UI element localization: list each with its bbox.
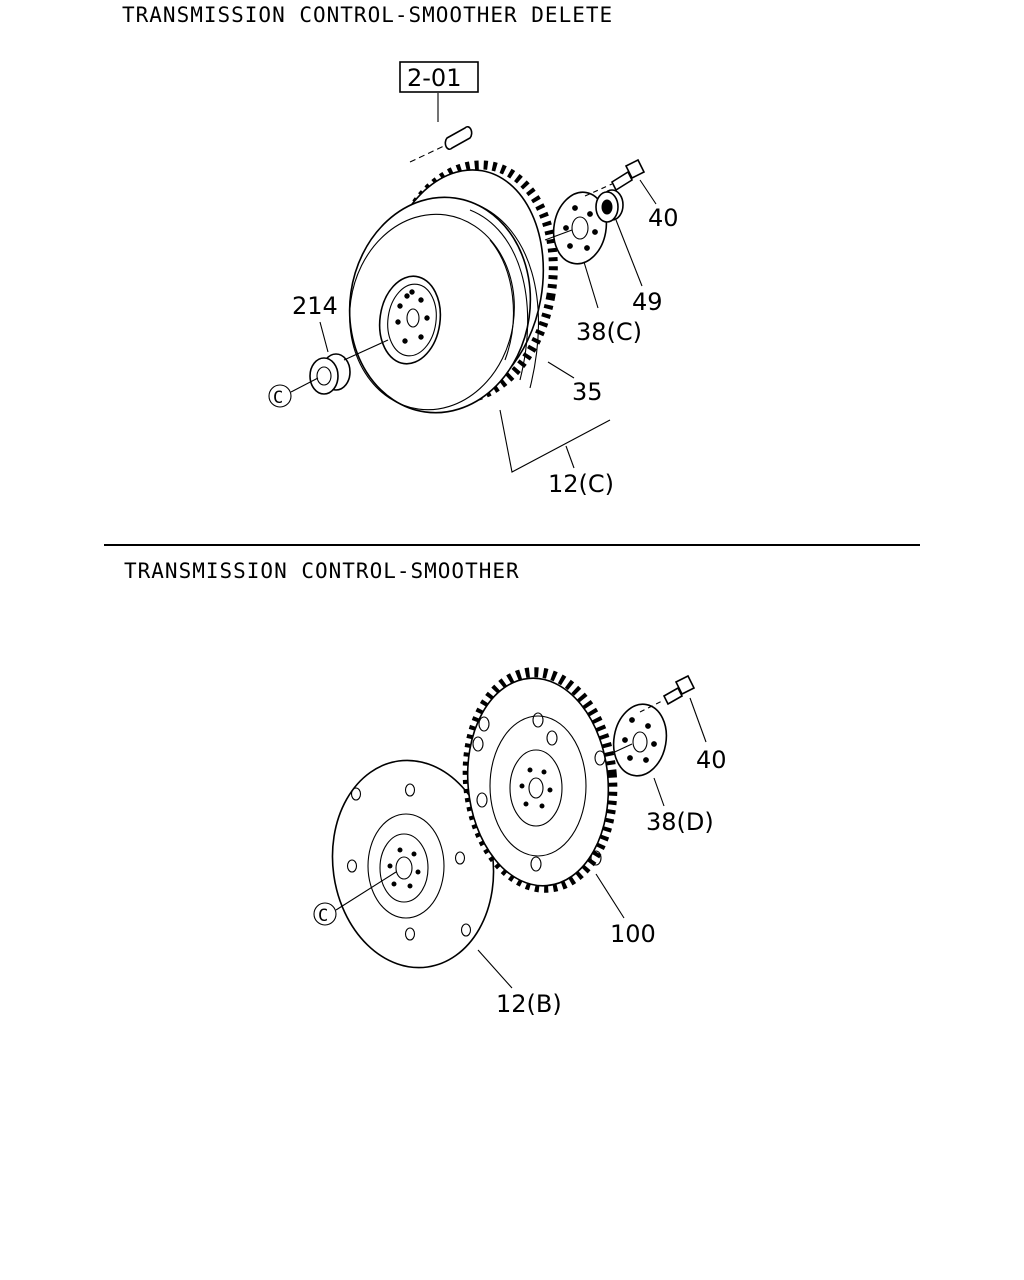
ring-gear-teeth [462, 667, 618, 893]
leader-line [583, 261, 599, 309]
circle-ref-label: C [273, 388, 283, 408]
reference-box-2-01[interactable]: 2-01 [399, 61, 479, 93]
spacer-214 [309, 339, 389, 395]
leader-line [615, 219, 643, 287]
drive-plate-38c [544, 191, 608, 265]
callout-12b[interactable]: 12(B) [496, 990, 562, 1018]
pilot-bearing-49 [595, 189, 624, 223]
leader-line [639, 179, 657, 205]
callout-38d[interactable]: 38(D) [646, 808, 714, 836]
callout-40-bottom[interactable]: 40 [696, 746, 727, 774]
circle-ref-c-top[interactable]: C [268, 377, 319, 408]
callout-35[interactable]: 35 [572, 378, 603, 406]
bolt-40-bottom [639, 674, 696, 713]
leader-line [319, 321, 329, 353]
reference-box-label: 2-01 [407, 64, 461, 92]
section-title-smoother: TRANSMISSION CONTROL-SMOOTHER [124, 559, 520, 583]
callout-40[interactable]: 40 [648, 204, 679, 232]
leader-line [477, 949, 513, 989]
hub-bolt-holes [395, 289, 430, 344]
torque-converter [348, 160, 558, 414]
section-smoother: TRANSMISSION CONTROL-SMOOTHER [124, 559, 727, 1018]
leader-line [565, 445, 575, 469]
leader-line [547, 361, 575, 379]
callout-214[interactable]: 214 [292, 292, 338, 320]
callout-49[interactable]: 49 [632, 288, 663, 316]
leader-line [689, 697, 707, 743]
callout-12c[interactable]: 12(C) [548, 470, 614, 498]
section-title-smoother-delete: TRANSMISSION CONTROL-SMOOTHER DELETE [122, 3, 613, 27]
section-smoother-delete: TRANSMISSION CONTROL-SMOOTHER DELETE 2-0… [122, 3, 679, 498]
callout-38c[interactable]: 38(C) [576, 318, 642, 346]
callout-100[interactable]: 100 [610, 920, 656, 948]
bolt-40 [584, 158, 646, 197]
ring-gear-plate-100 [462, 667, 618, 893]
leader-line [595, 873, 625, 919]
dowel-pin [409, 125, 473, 163]
circle-ref-label: C [318, 906, 328, 926]
leader-line [653, 777, 665, 807]
circle-ref-c-bottom[interactable]: C [313, 871, 397, 926]
assembly-bracket [499, 409, 611, 473]
drive-plate-38d [605, 703, 668, 777]
flexplate-12b [331, 759, 495, 969]
